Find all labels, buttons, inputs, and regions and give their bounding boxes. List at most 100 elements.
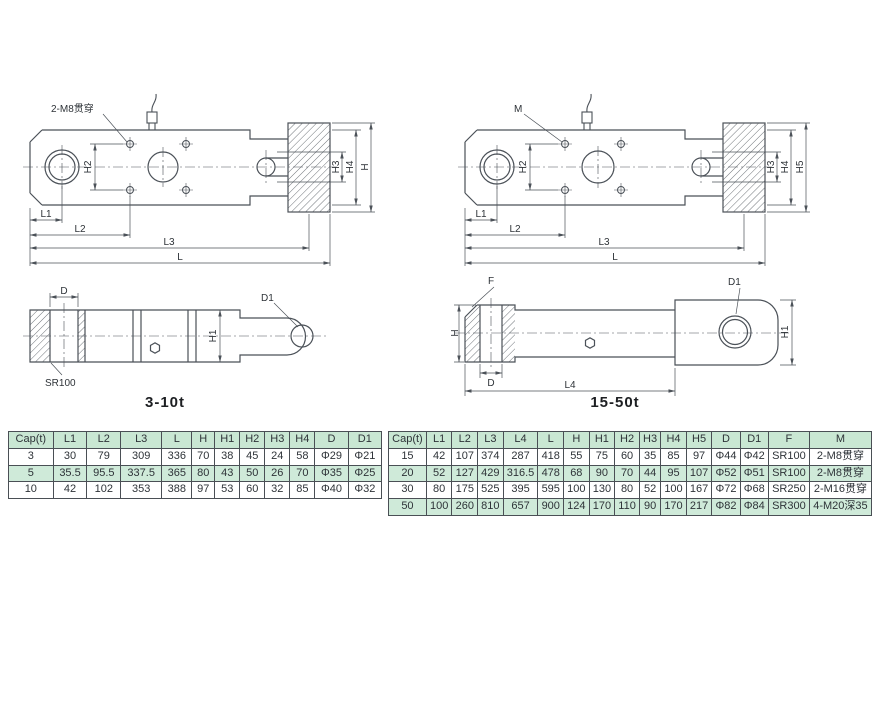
column-header: F xyxy=(767,431,810,449)
beam-outline xyxy=(29,129,288,206)
table-cell: 80 xyxy=(425,481,453,499)
table-cell: 374 xyxy=(477,447,504,466)
table-cell: SR100 xyxy=(767,464,810,483)
table-cell: 365 xyxy=(161,464,193,483)
dim-label-l: L xyxy=(612,252,618,263)
dim-label-d1: D1 xyxy=(261,293,274,304)
bolt-callout-label: 2-M8贯穿 xyxy=(51,102,94,115)
column-header: H1 xyxy=(588,431,616,449)
table-cell: Φ29 xyxy=(314,447,349,466)
column-header: L2 xyxy=(86,431,122,449)
table-cell: 38 xyxy=(214,447,241,466)
dim-label-l1: L1 xyxy=(40,209,52,220)
bolt-callout-label: M xyxy=(514,104,522,115)
table-cell: 70 xyxy=(289,464,316,483)
table-cell: 80 xyxy=(191,464,216,483)
table-cell: 478 xyxy=(537,464,565,483)
table-cell: 42 xyxy=(425,447,453,466)
dim-label-d1: D1 xyxy=(728,277,741,288)
table-cell: 75 xyxy=(588,447,616,466)
table-cell: 70 xyxy=(191,447,216,466)
centerlines xyxy=(23,145,337,189)
body-outline xyxy=(29,309,307,363)
table-cell: 260 xyxy=(451,498,479,516)
table-cell: 3 xyxy=(8,447,54,466)
column-header: Cap(t) xyxy=(8,431,54,449)
column-header: D xyxy=(711,431,741,449)
column-header: H3 xyxy=(264,431,291,449)
table-cell: 30 xyxy=(388,481,427,499)
table-cell: 657 xyxy=(502,498,539,516)
dim-label-h3: H3 xyxy=(331,160,342,173)
table-cell: 2-M8贯穿 xyxy=(808,447,873,466)
dim-label-h2: H2 xyxy=(83,160,94,173)
dim-label-h3: H3 xyxy=(766,160,777,173)
table-cell: 353 xyxy=(120,481,163,499)
table-cell: Φ32 xyxy=(347,481,383,499)
column-header: D1 xyxy=(739,431,769,449)
column-header: L2 xyxy=(451,431,479,449)
table-cell: 50 xyxy=(239,464,266,483)
side-view-15-50t: F H D L4 D1 H1 xyxy=(450,276,796,396)
table-cell: 79 xyxy=(86,447,122,466)
table-cell: 43 xyxy=(214,464,241,483)
table-cell: 102 xyxy=(86,481,122,499)
table-cell: Φ21 xyxy=(347,447,383,466)
table-cell: 100 xyxy=(425,498,453,516)
table-cell: 97 xyxy=(685,447,713,466)
table-cell: 107 xyxy=(451,447,479,466)
table-cell: 70 xyxy=(614,464,640,483)
column-header: D xyxy=(314,431,349,449)
table-cell: 44 xyxy=(638,464,662,483)
table-cell: 287 xyxy=(502,447,539,466)
dim-label-l2: L2 xyxy=(74,224,86,235)
dimension-labels: 2-M8贯穿 L1 L2 L3 L H2 H3 H4 H xyxy=(40,102,371,263)
table-cell: 60 xyxy=(614,447,640,466)
table-cell: 217 xyxy=(685,498,713,516)
dim-label-d: D xyxy=(487,378,494,389)
table-cell: 900 xyxy=(537,498,565,516)
table-cell: Φ52 xyxy=(711,464,741,483)
table-cell: 55 xyxy=(563,447,590,466)
dim-label-h1: H1 xyxy=(208,329,219,342)
dimension-labels: F H D L4 D1 H1 xyxy=(450,276,791,391)
column-header: D1 xyxy=(347,431,383,449)
table-cell: 525 xyxy=(477,481,504,499)
table-cell: 35.5 xyxy=(52,464,88,483)
column-header: Cap(t) xyxy=(388,431,427,449)
mounting-block-hatched xyxy=(287,122,331,213)
table-cell: 110 xyxy=(614,498,640,516)
table-cell: 316.5 xyxy=(502,464,539,483)
column-header: L xyxy=(537,431,565,449)
cable xyxy=(581,93,593,130)
table-cell: 85 xyxy=(289,481,316,499)
table-cell: Φ84 xyxy=(739,498,769,516)
table-cell: Φ25 xyxy=(347,464,383,483)
table-cell: 810 xyxy=(477,498,504,516)
table-cell: 130 xyxy=(588,481,616,499)
table-cell: 10 xyxy=(8,481,54,499)
table-cell: 336 xyxy=(161,447,193,466)
dim-label-h2: H2 xyxy=(518,160,529,173)
column-header: H3 xyxy=(638,431,662,449)
mounting-block-hatched xyxy=(722,122,766,213)
table-cell: Φ82 xyxy=(711,498,741,516)
dim-label-h: H xyxy=(450,329,461,336)
column-header: H1 xyxy=(214,431,241,449)
pin-slot xyxy=(266,157,288,177)
hex-bolt xyxy=(149,342,161,354)
cable xyxy=(146,93,158,130)
hatch xyxy=(465,305,515,362)
dimension-lines xyxy=(454,286,796,396)
dimension-labels: M L1 L2 L3 L H2 H3 H4 H5 xyxy=(475,104,806,263)
side-outline xyxy=(464,299,779,366)
table-cell: Φ40 xyxy=(314,481,349,499)
bolt-hole-centerlines xyxy=(558,137,628,197)
